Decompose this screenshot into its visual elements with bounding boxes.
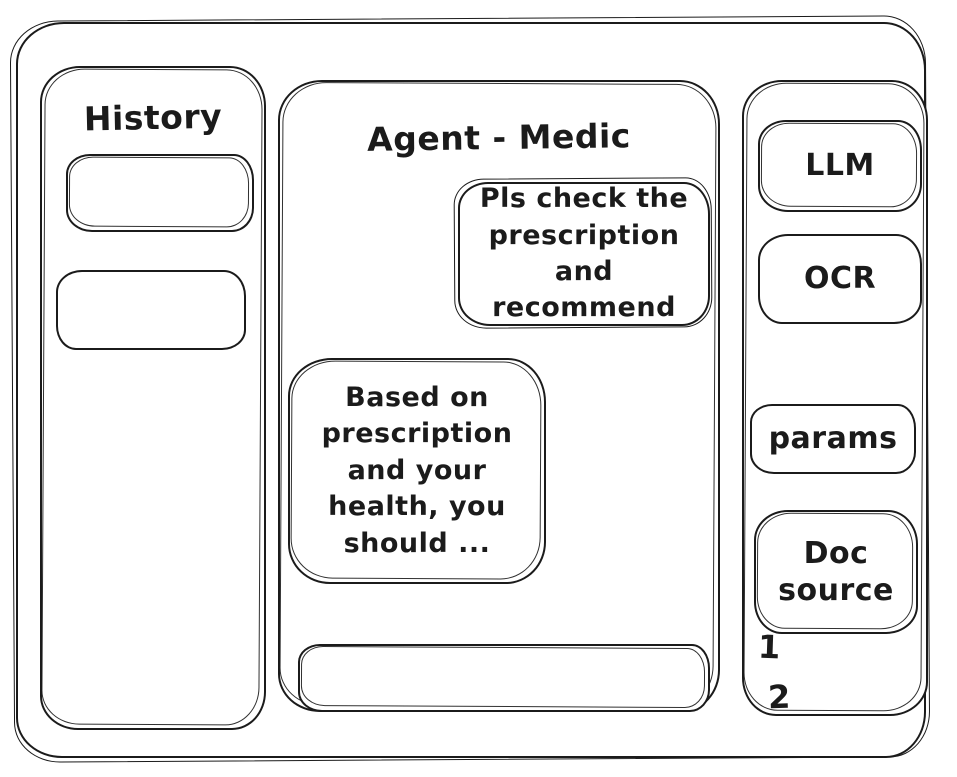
tool-button-llm[interactable]: LLM [758,120,922,212]
chat-input[interactable] [298,644,710,712]
app-window-frame: History Agent - Medic Pls check the pres… [16,22,928,758]
history-item[interactable] [66,154,254,232]
user-message-bubble: Pls check the prescription and recommend [458,182,710,326]
tool-button-doc-source[interactable]: Doc source [754,510,918,634]
chat-title: Agent - Medic [366,116,632,159]
tools-panel: LLM OCR params Doc source 1 2 [742,80,928,716]
doc-source-list-item-2[interactable]: 2 [767,677,792,717]
chat-panel: Agent - Medic Pls check the prescription… [278,80,720,712]
history-item[interactable] [56,270,246,350]
tool-button-ocr[interactable]: OCR [758,234,922,324]
assistant-message-bubble: Based on prescription and your health, y… [288,358,546,584]
doc-source-list-item-1[interactable]: 1 [757,627,782,667]
history-title: History [83,96,223,139]
tool-button-params[interactable]: params [750,404,916,474]
history-panel: History [40,66,266,730]
